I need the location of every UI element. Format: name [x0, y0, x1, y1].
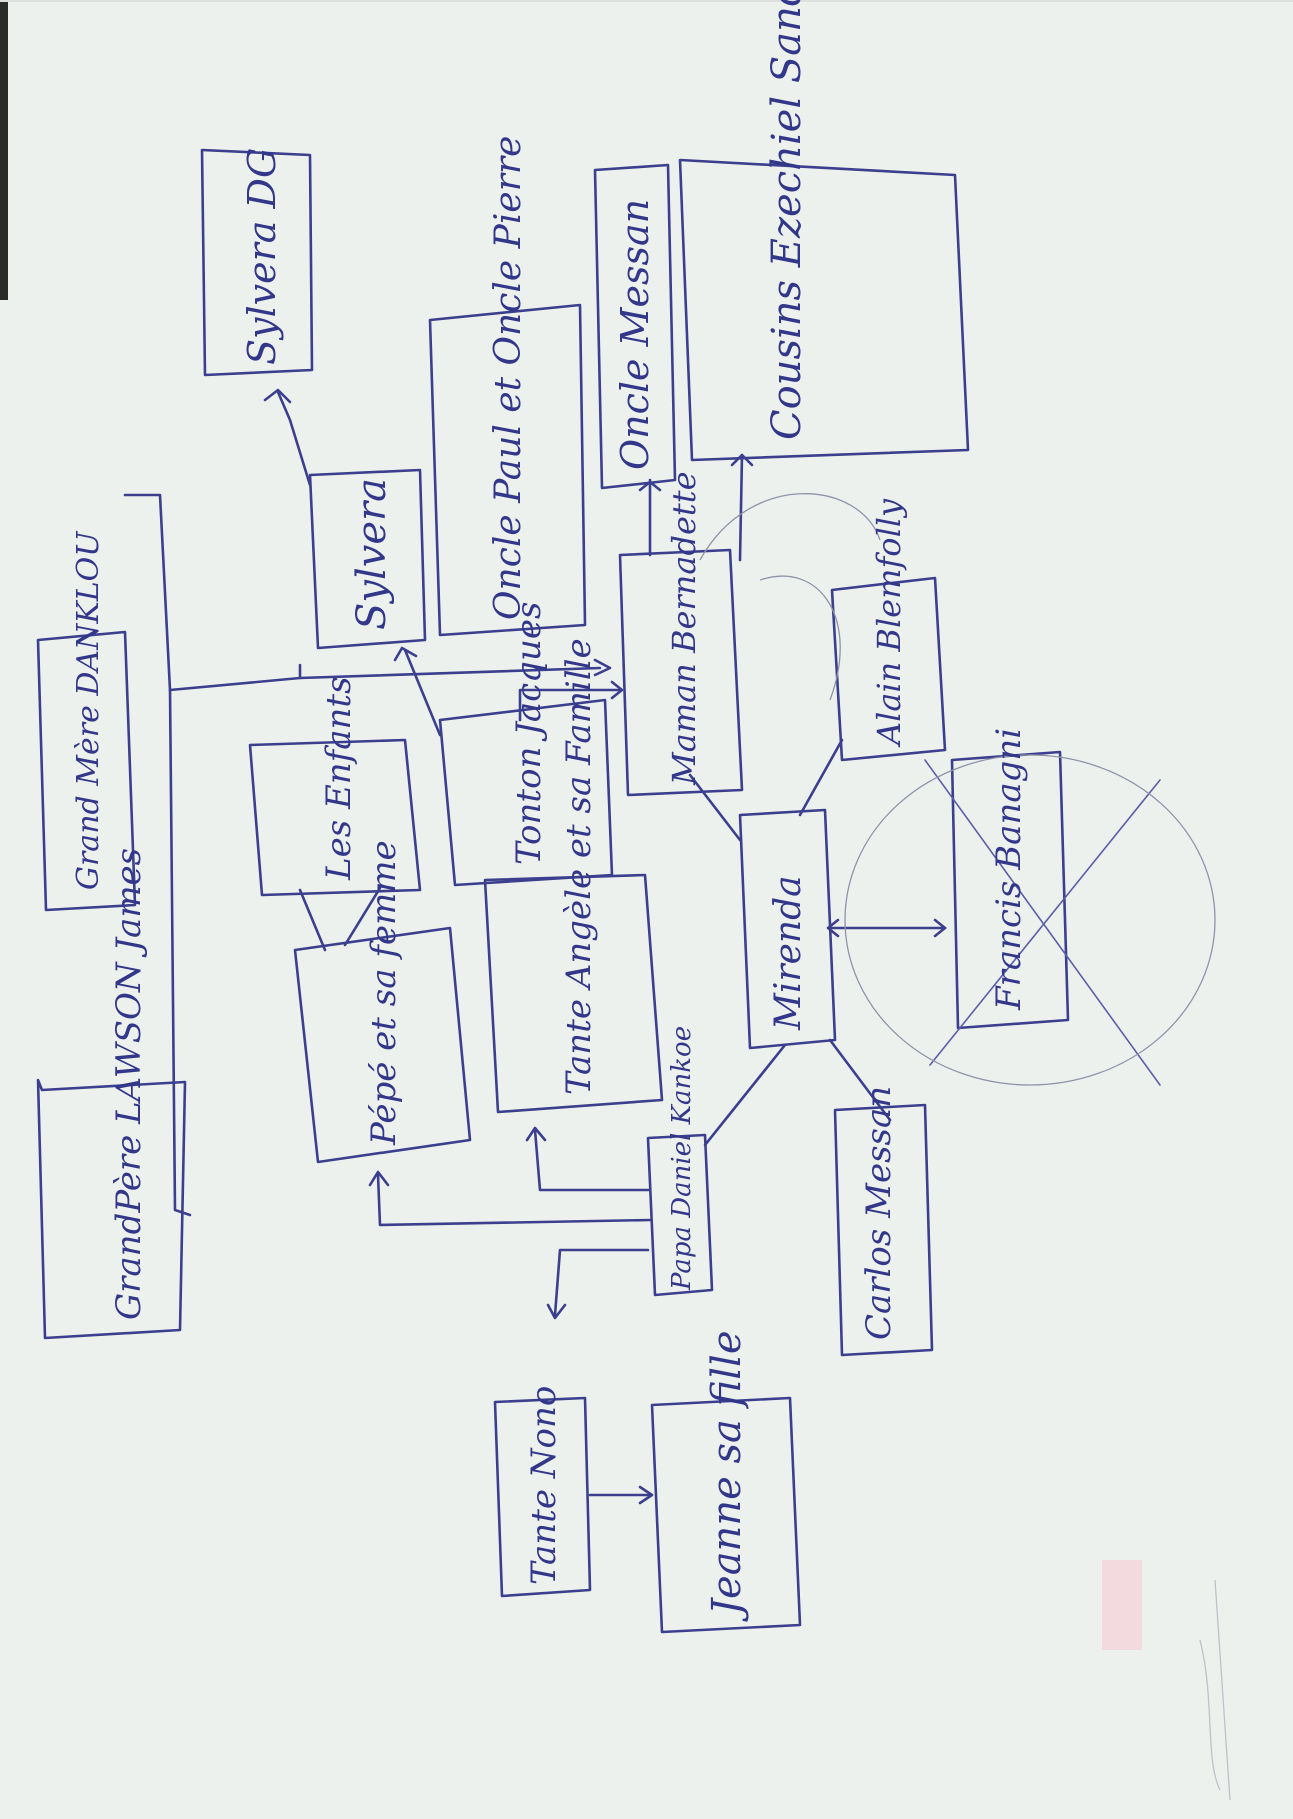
label-pepe: Pépé et sa femme — [364, 840, 404, 1146]
label-francis: Francis Banagni — [989, 728, 1029, 1011]
label-grand-mere: Grand Mère DANKLOU — [71, 530, 106, 890]
label-oncle-messan: Oncle Messan — [613, 199, 657, 470]
label-maman: Maman Bernadette — [665, 471, 703, 786]
label-alain: Alain Blemfolly — [870, 498, 908, 748]
box-sylvera — [308, 468, 427, 650]
box-oncle-paul-pierre — [428, 303, 587, 637]
pencil-sketch — [699, 493, 881, 701]
box-les-enfants — [248, 738, 422, 897]
box-oncle-messan — [593, 163, 677, 490]
label-tante-angele: Tante Angèle et sa Famille — [559, 638, 599, 1095]
box-carlos — [833, 1103, 934, 1357]
box-alain — [830, 576, 947, 762]
label-tonton-jacques: Tonton Jacques — [509, 602, 549, 865]
label-carlos: Carlos Messan — [859, 1086, 899, 1340]
labels: GrandPère LAWSON James Grand Mère DANKLO… — [71, 0, 1029, 1622]
bleed-through-scribble — [1199, 1579, 1231, 1801]
label-mirenda: Mirenda — [768, 875, 809, 1031]
box-pepe — [293, 926, 472, 1164]
label-papa: Papa Daniel Kankoe — [667, 1026, 697, 1291]
pink-mark — [1102, 1560, 1142, 1650]
box-papa — [646, 1133, 714, 1297]
box-tante-nono — [493, 1396, 592, 1598]
box-cousins — [678, 158, 970, 462]
label-jeanne: Jeanne sa fille — [704, 1331, 750, 1623]
label-les-enfants: Les Enfants — [319, 676, 359, 881]
box-grand-mere — [36, 630, 137, 912]
box-sylvera-dg — [200, 148, 314, 377]
label-oncle-paul-pierre: Oncle Paul et Oncle Pierre — [488, 136, 529, 620]
label-tante-nono: Tante Nono — [524, 1386, 564, 1585]
label-cousins: Cousins Ezechiel Sandra — [764, 0, 810, 440]
box-mirenda — [738, 808, 837, 1050]
francis-cross-out — [844, 754, 1216, 1086]
label-sylvera-dg: Sylvera DG — [240, 148, 284, 365]
scan-edge — [0, 0, 8, 300]
label-sylvera: Sylvera — [349, 478, 395, 630]
connector-lines — [123, 388, 947, 1505]
box-jeanne — [650, 1396, 802, 1634]
box-grand-pere — [36, 1078, 187, 1340]
box-tante-angele — [483, 873, 664, 1114]
box-maman — [618, 548, 744, 797]
label-grand-pere: GrandPère LAWSON James — [109, 848, 149, 1320]
